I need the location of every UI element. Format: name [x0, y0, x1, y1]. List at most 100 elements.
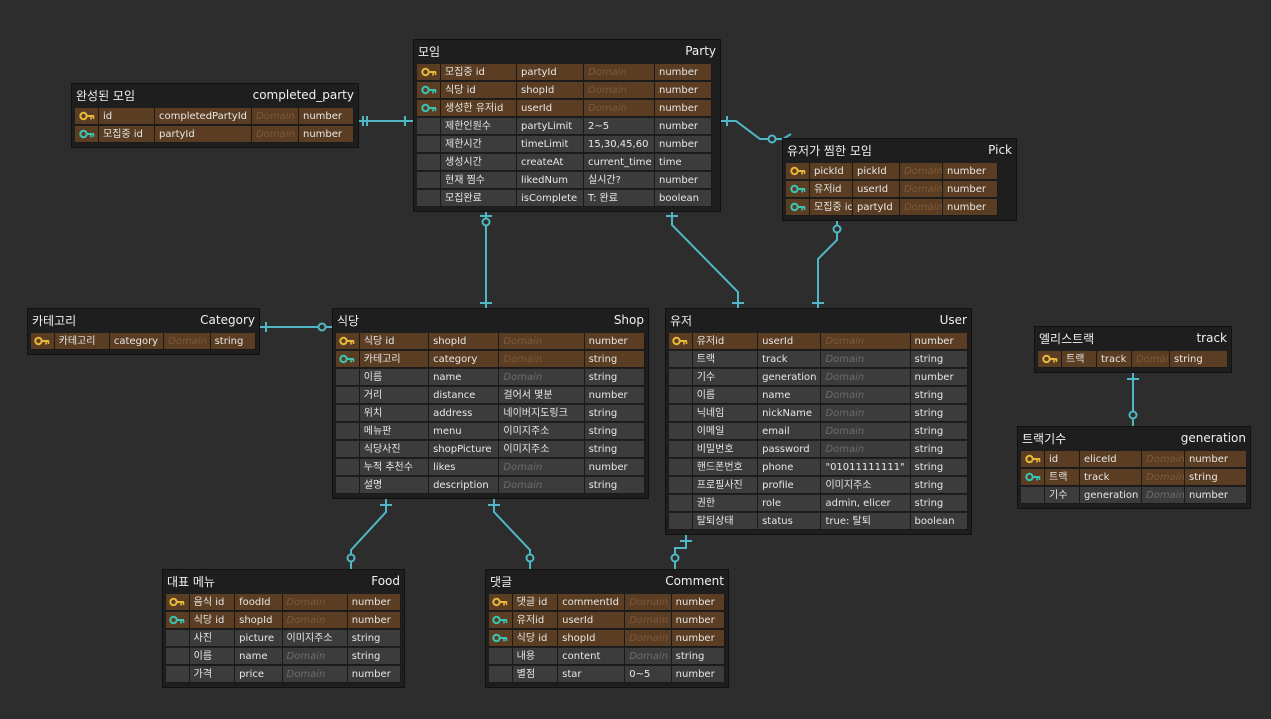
column-name: likes: [429, 459, 500, 476]
foreign-key-icon: [166, 612, 190, 629]
column-domain: 네이버지도링크: [499, 405, 585, 422]
empty-icon-cell: [669, 441, 693, 458]
column-name: partyLimit: [517, 118, 584, 135]
column-name: userId: [558, 612, 626, 629]
entity-title: 모임: [418, 44, 441, 59]
empty-icon-cell: [166, 666, 190, 683]
column-type: number: [347, 594, 402, 611]
column-domain: 이미지주소: [499, 441, 585, 458]
cardinality-optional-mark: [346, 553, 356, 563]
attribute-name: 식당 id: [189, 612, 236, 629]
column-name: shopId: [517, 82, 584, 99]
entity-table-name: track: [1196, 331, 1227, 345]
foreign-key-icon: [786, 199, 810, 216]
empty-icon-cell: [417, 154, 441, 171]
attribute-name: 카테고리: [359, 351, 430, 368]
column-domain: Domain: [1142, 469, 1185, 486]
attribute-name: 생성한 유저id: [441, 100, 517, 117]
column-name: nickName: [758, 405, 822, 422]
column-type: number: [671, 630, 725, 647]
column-name: partyId: [517, 64, 584, 81]
empty-icon-cell: [336, 459, 360, 476]
column-name: userId: [517, 100, 584, 117]
primary-key-icon: [75, 108, 99, 125]
empty-icon-cell: [417, 172, 441, 189]
relationship-line: [350, 499, 387, 570]
cardinality-optional-mark: [767, 134, 777, 144]
column-name: star: [558, 666, 626, 683]
column-type: number: [671, 594, 725, 611]
column-domain: true: 탈퇴: [821, 513, 911, 530]
attribute-name: 누적 추천수: [359, 459, 430, 476]
